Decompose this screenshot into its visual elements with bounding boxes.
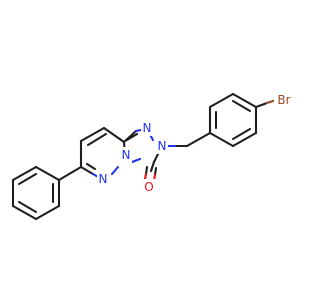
- tolyl-ring: [11, 165, 61, 221]
- bond: [102, 126, 126, 144]
- bond: [231, 127, 252, 141]
- bond: [85, 162, 97, 171]
- bond: [231, 131, 258, 148]
- bond: [153, 166, 158, 177]
- atom-label-oxygen: O: [142, 179, 156, 195]
- bond: [152, 152, 160, 164]
- bond: [34, 204, 61, 221]
- bond: [130, 157, 142, 164]
- oxygen-label: O: [144, 180, 153, 194]
- nitrogen-label: N: [143, 121, 152, 135]
- bond: [149, 160, 156, 173]
- molecule-diagram: Br N N N N O: [11, 92, 294, 221]
- bond: [11, 204, 38, 221]
- nitrogen-label: N: [99, 172, 108, 186]
- bond: [17, 172, 38, 186]
- atom-label-nitrogen-2: N: [156, 138, 168, 154]
- bond: [110, 165, 120, 176]
- bromine-label: Br: [277, 93, 290, 107]
- bond: [79, 126, 106, 143]
- bond: [254, 101, 269, 109]
- pyridazine-ring: [79, 126, 126, 179]
- bond: [185, 131, 212, 148]
- nitrogen-label: N: [122, 148, 131, 162]
- atom-label-bromine: Br: [274, 92, 294, 108]
- bond: [134, 128, 143, 133]
- atom-label-nitrogen-3: N: [120, 147, 132, 163]
- bond: [86, 132, 108, 147]
- bond: [231, 99, 252, 113]
- atom-label-nitrogen-1: N: [141, 120, 153, 136]
- bond: [143, 172, 148, 181]
- bond: [208, 92, 235, 109]
- bond: [125, 132, 139, 142]
- bond: [208, 131, 235, 148]
- bond: [57, 165, 83, 182]
- bond: [231, 92, 258, 109]
- bond: [34, 165, 61, 182]
- bond: [11, 165, 38, 182]
- atom-label-nitrogen-4: N: [97, 171, 109, 187]
- bond: [144, 165, 149, 176]
- nitrogen-label: N: [158, 139, 167, 153]
- bond: [17, 200, 38, 214]
- bromophenyl-ring: [208, 92, 258, 148]
- bond: [79, 165, 95, 176]
